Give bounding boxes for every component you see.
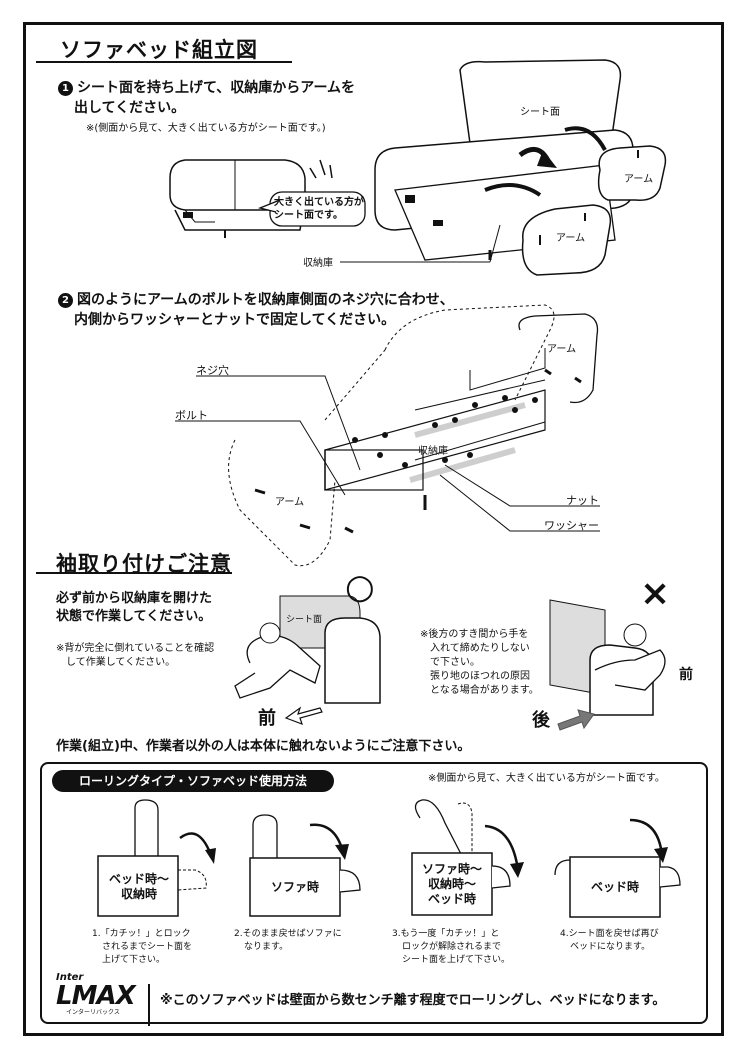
sleeve-note1: ※背が完全に倒れていることを確認 [56,643,215,654]
panel1-caption-2: されるまでシート面を [102,942,193,952]
panel4-caption: 4.シート面を戻せば再び ベッドになります。 [560,928,659,954]
footer-divider [148,984,690,1026]
panel3-caption-2: ロックが解除されるまで [402,942,502,952]
panel3-caption-3: シート面を上げて下さい。 [402,955,511,965]
panel2-diagram [249,814,361,917]
panel1-label-line1: ベッド時～ [108,872,169,886]
callout-text: 大きく出ている方が シート面です。 [274,196,364,222]
caution-text: 作業(組立)中、作業者以外の人は本体に触れないようにご注意下さい。 [56,739,471,754]
sleeve-line1: 必ず前から収納庫を開けた [56,591,213,606]
exploded-assembly-illustration [228,304,599,567]
label-arm-left: アーム [275,497,305,508]
warning-note: ※後方のすき間から手を 入れて締めたりしない で下さい。 張り地のほつれの原因 … [420,628,539,698]
sleeve-instruction: 必ず前から収納庫を開けた 状態で作業してください。 [56,590,212,626]
panel3-label-line1: ソファ時～ [421,862,482,876]
callout-line2: シート面です。 [274,210,343,221]
panel2-caption: 2.そのまま戻せばソファに なります。 [234,928,342,954]
step1-note: ※(側面から見て、大きく出ている方がシート面です。) [86,123,326,134]
sleeve-note: ※背が完全に倒れていることを確認 して作業してください。 [56,642,214,670]
label-arm-2: アーム [556,233,586,244]
step1-line2: 出してください。 [74,100,186,116]
warn-line-3: で下さい。 [430,657,480,668]
panel1-label-line2: 収納時 [120,887,157,901]
step2-line2: 内側からワッシャーとナットで固定してください。 [74,312,396,328]
sleeve-note2: して作業してください。 [66,657,176,668]
back-arrow-icon [557,709,595,731]
panel4-caption-2: ベッドになります。 [570,942,651,952]
page-title: ソファベッド組立図 [60,38,258,62]
rolling-note: ※側面から見て、大きく出ている方がシート面です。 [428,773,665,784]
label-bolt: ボルト [175,409,208,422]
step2-number: 2 [58,293,73,308]
panel3-diagram [411,799,524,916]
label-washer: ワッシャー [544,519,599,532]
warn-line-5: となる場合があります。 [430,685,539,696]
panel1-caption-1: 1.「カチッ！」とロック [92,929,191,939]
label-screwhole: ネジ穴 [196,364,229,377]
panel2-caption-1: 2.そのまま戻せばソファに [234,929,342,939]
label-arm-1: アーム [624,174,654,185]
label-storage-1: 収納庫 [303,258,333,269]
warn-line-2: 入れて締めたりしない [430,643,530,654]
callout-bubble [257,159,366,227]
rolling-box [40,762,708,1024]
ng-mark: × [640,573,671,614]
panel3-caption: 3.もう一度「カチッ！」と ロックが解除されるまで シート面を上げて下さい。 [392,928,510,967]
warn-line-1: ※後方のすき間から手を [420,629,529,640]
ok-mark: ○ [345,567,375,607]
arm-part-1 [597,145,667,201]
label-back: 後 [532,710,550,731]
panel1-label: ベッド時～ 収納時 [99,872,179,902]
ng-sofa-illustration [549,599,666,716]
label-front-right: 前 [679,667,693,683]
step1-number: 1 [58,81,73,96]
panel1-diagram [97,799,216,917]
panel3-caption-1: 3.もう一度「カチッ！」と [392,929,500,939]
label-seat-sleeve: シート面 [286,615,323,625]
label-front-left: 前 [258,708,276,729]
logo-main: LMAX [56,981,136,1011]
step1-text: 1 シート面を持ち上げて、収納庫からアームを 出してください。 [58,78,355,118]
sleeve-heading: 袖取り付けご注意 [56,552,232,576]
footer-note: ※このソファベッドは壁面から数センチ離す程度でローリングし、ベッドになります。 [160,993,666,1008]
panel1-caption-3: 上げて下さい。 [102,955,166,965]
step2-line1: 図のようにアームのボルトを収納庫側面のネジ穴に合わせ、 [77,292,454,308]
panel1-caption: 1.「カチッ！」とロック されるまでシート面を 上げて下さい。 [92,928,192,967]
panel4-caption-1: 4.シート面を戻せば再び [560,929,659,939]
sleeve-line2: 状態で作業してください。 [56,609,212,624]
panel3-label: ソファ時～ 収納時～ ベッド時 [412,862,492,907]
ok-sofa-illustration [234,595,381,704]
panel4-label: ベッド時 [590,880,639,894]
label-seat: シート面 [520,107,560,118]
logo-top: Inter [56,972,84,983]
panel3-label-line2: 収納時～ [427,877,476,891]
arm-part-2 [521,204,612,276]
logo-sub: インターリバックス [66,1009,120,1016]
panel2-label: ソファ時 [270,880,319,894]
label-storage-2: 収納庫 [418,446,448,457]
front-arrow-icon [284,706,323,726]
step2-text: 2 図のようにアームのボルトを収納庫側面のネジ穴に合わせ、 内側からワッシャーとナ… [58,290,454,330]
panel2-caption-2: なります。 [244,942,289,952]
warn-line-4: 張り地のほつれの原因 [430,671,530,682]
label-nut: ナット [566,494,599,507]
page-frame [23,22,724,1036]
step1-line1: シート面を持ち上げて、収納庫からアームを [77,80,356,96]
rolling-title: ローリングタイプ・ソファベッド使用方法 [52,770,334,792]
callout-line1: 大きく出ている方が [274,197,364,208]
panel4-diagram [554,818,681,918]
panel3-label-line3: ベッド時 [427,892,476,906]
label-arm-right: アーム [547,344,577,355]
brand-logo: Inter LMAX インターリバックス [56,973,136,1017]
